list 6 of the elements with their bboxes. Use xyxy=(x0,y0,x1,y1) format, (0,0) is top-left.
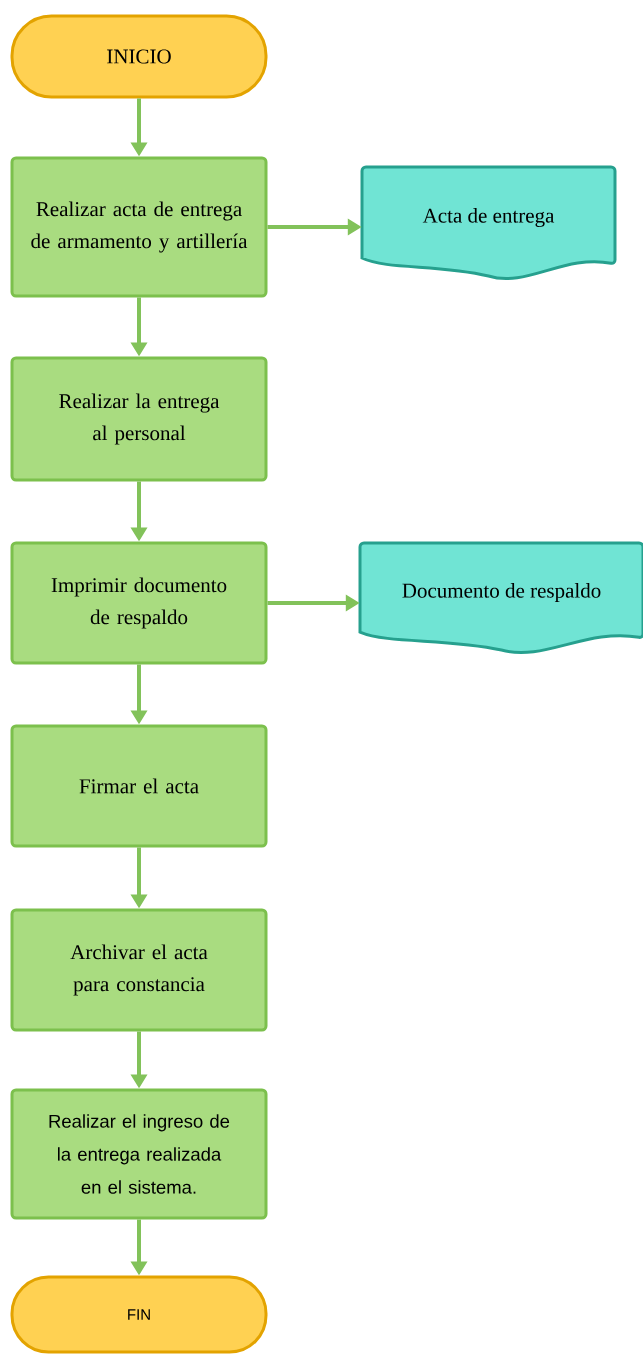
process-box: Archivar el acta para constancia xyxy=(10,908,268,1032)
process-box: Realizar la entrega al personal xyxy=(10,356,268,482)
process-box: Realizar acta de entrega de armamento y artillería xyxy=(10,156,268,298)
process-box: Firmar el acta xyxy=(10,724,268,848)
process-box: Imprimir documento de respaldo xyxy=(10,541,268,665)
process-box: Realizar el ingreso de la entrega realizada en el sistema. xyxy=(10,1088,268,1220)
